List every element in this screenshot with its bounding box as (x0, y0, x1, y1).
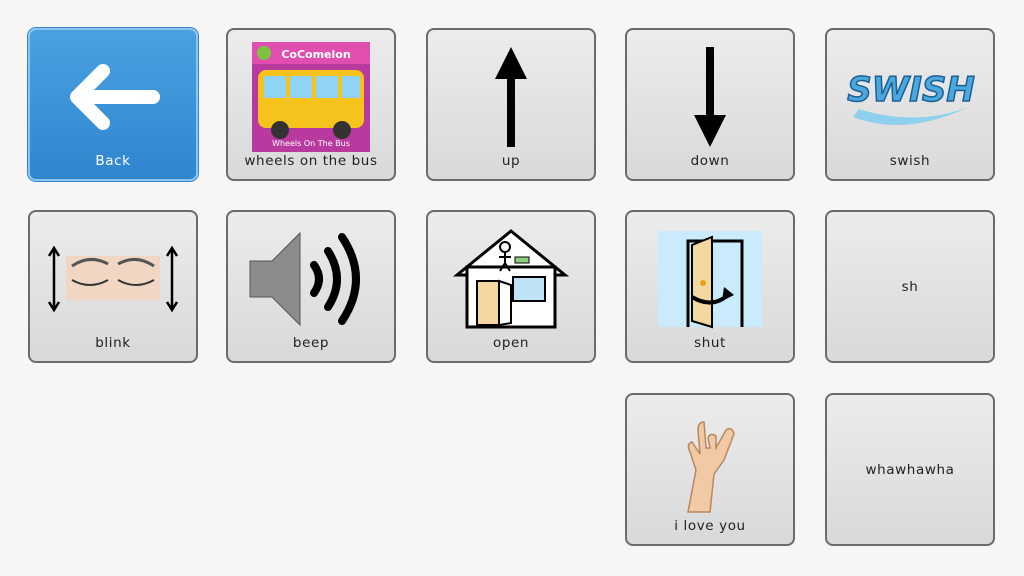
tile-label: swish (889, 153, 931, 169)
tile-label: up (501, 153, 521, 169)
back-arrow-icon (30, 38, 196, 156)
tile-down[interactable]: down (625, 28, 795, 181)
cocomelon-title: CoComelon (281, 48, 350, 61)
swish-logo: SWISH (827, 38, 993, 156)
cocomelon-subtitle: Wheels On The Bus (272, 139, 350, 148)
tile-label: Back (95, 153, 131, 169)
blink-eyes-icon (30, 220, 196, 338)
tile-sh[interactable]: sh (825, 210, 995, 363)
tile-label: i love you (674, 518, 746, 534)
back-button[interactable]: Back (28, 28, 198, 181)
up-arrow-icon (428, 38, 594, 156)
tile-i-love-you[interactable]: i love you (625, 393, 795, 546)
tile-beep[interactable]: beep (226, 210, 396, 363)
shut-door-icon (627, 220, 793, 338)
tile-label: wheels on the bus (244, 153, 378, 169)
tile-label: beep (292, 335, 330, 351)
cocomelon-bus-image: CoComelon Wheels On The Bus (228, 38, 394, 156)
tile-up[interactable]: up (426, 28, 596, 181)
tile-swish[interactable]: SWISH swish (825, 28, 995, 181)
tile-label: down (690, 153, 730, 169)
tile-label: whawhawha (865, 461, 955, 478)
tile-whawhawha[interactable]: whawhawha (825, 393, 995, 546)
tile-label: sh (901, 278, 919, 295)
tile-shut[interactable]: shut (625, 210, 795, 363)
tile-wheels-on-the-bus[interactable]: CoComelon Wheels On The Bus wheels on th… (226, 28, 396, 181)
tile-open[interactable]: open (426, 210, 596, 363)
i-love-you-hand-icon (627, 403, 793, 521)
speaker-icon (228, 220, 394, 338)
tile-blink[interactable]: blink (28, 210, 198, 363)
down-arrow-icon (627, 38, 793, 156)
swish-text: SWISH (847, 70, 975, 110)
tile-label: blink (95, 335, 131, 351)
open-house-icon (428, 220, 594, 338)
tile-label: shut (694, 335, 726, 351)
tile-label: open (492, 335, 530, 351)
